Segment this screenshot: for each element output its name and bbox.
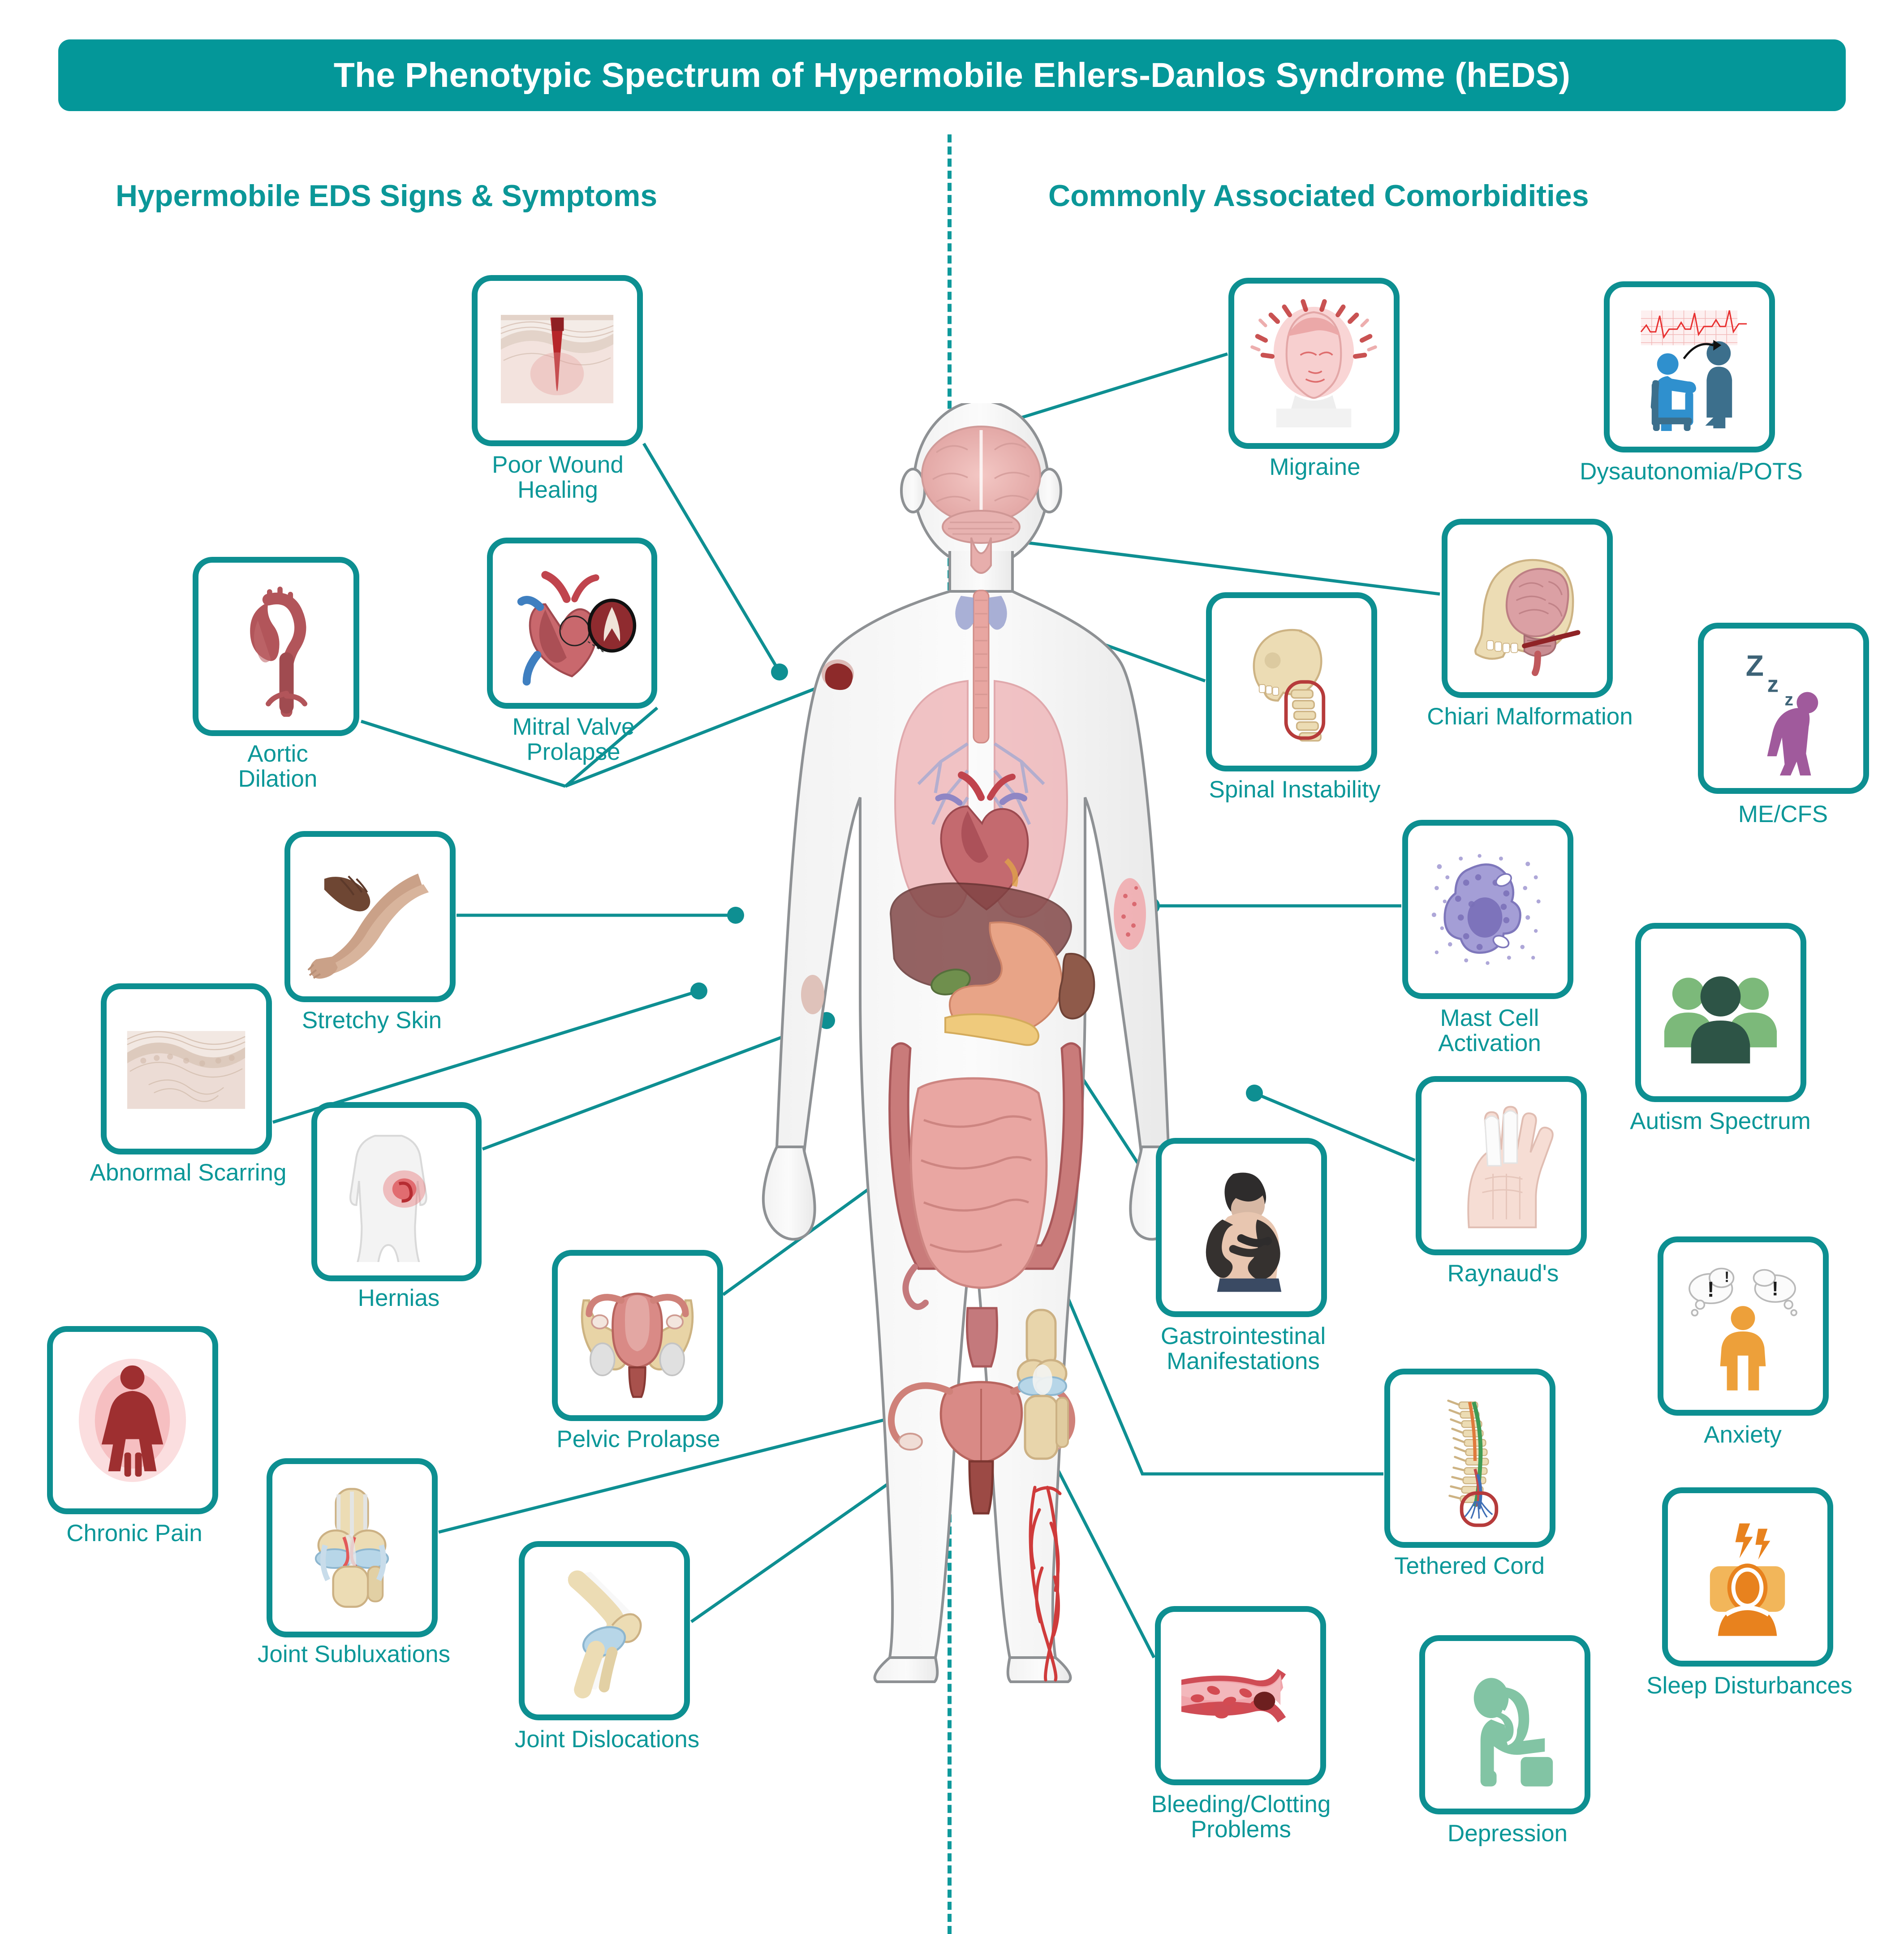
abdomen-hernia-bulge-icon xyxy=(330,1121,463,1262)
hand-pale-fingers-icon xyxy=(1434,1095,1568,1236)
card-label-me-cfs: ME/CFS xyxy=(1738,801,1828,827)
svg-text:z: z xyxy=(1785,690,1793,710)
card-label-abnormal-scarring: Abnormal Scarring xyxy=(90,1159,287,1186)
card-mitral-valve-prolapse[interactable] xyxy=(487,538,657,709)
card-label-tethered-cord: Tethered Cord xyxy=(1394,1553,1545,1579)
svg-text:z: z xyxy=(1767,672,1779,697)
skin-patch xyxy=(1114,878,1146,950)
card-label-gastrointestinal-manifestations: Gastrointestinal Manifestations xyxy=(1160,1323,1326,1375)
card-raynauds[interactable] xyxy=(1416,1076,1587,1255)
card-spinal-instability[interactable] xyxy=(1206,592,1377,771)
human-body-figure xyxy=(762,403,1184,1683)
card-joint-subluxations[interactable] xyxy=(267,1458,438,1637)
card-label-stretchy-skin: Stretchy Skin xyxy=(302,1007,442,1034)
card-chiari-malformation[interactable] xyxy=(1442,519,1613,698)
card-me-cfs[interactable]: Z z z xyxy=(1698,623,1869,794)
card-label-depression: Depression xyxy=(1447,1820,1568,1847)
card-poor-wound-healing[interactable] xyxy=(472,275,643,446)
card-label-mitral-valve-prolapse: Mitral Valve Prolapse xyxy=(512,714,635,766)
card-dysautonomia-pots[interactable] xyxy=(1604,281,1775,452)
spine-tethered-cord-icon xyxy=(1403,1388,1537,1529)
card-stretchy-skin[interactable] xyxy=(284,831,456,1002)
person-abdominal-pain-icon xyxy=(1174,1157,1308,1298)
skull-brain-sagittal-icon xyxy=(1460,538,1594,679)
leg-veins xyxy=(1029,1486,1062,1682)
card-chronic-pain[interactable] xyxy=(47,1326,218,1514)
page-title: The Phenotypic Spectrum of Hypermobile E… xyxy=(333,56,1571,95)
card-mast-cell-activation[interactable] xyxy=(1402,820,1573,999)
pelvis-uterus-icon xyxy=(570,1268,704,1402)
card-label-pelvic-prolapse: Pelvic Prolapse xyxy=(556,1426,720,1452)
svg-text:!: ! xyxy=(1707,1278,1714,1301)
card-label-bleeding-clotting-problems: Bleeding/Clotting Problems xyxy=(1151,1791,1331,1843)
card-label-joint-subluxations: Joint Subluxations xyxy=(257,1641,451,1667)
person-in-bed-lightning-icon xyxy=(1680,1507,1814,1647)
title-banner: The Phenotypic Spectrum of Hypermobile E… xyxy=(58,39,1846,111)
knee-joint-ligaments-icon xyxy=(285,1477,419,1618)
heart-mitral-valve-icon xyxy=(505,556,638,690)
female-figure-pain-glow-icon xyxy=(65,1346,199,1495)
three-people-group-icon xyxy=(1654,942,1788,1083)
knee-dislocated-icon xyxy=(537,1560,671,1701)
card-sleep-disturbances[interactable] xyxy=(1662,1487,1833,1667)
card-gastrointestinal-manifestations[interactable] xyxy=(1156,1138,1327,1317)
card-label-poor-wound-healing: Poor Wound Healing xyxy=(492,452,624,504)
card-aortic-dilation[interactable] xyxy=(193,557,359,736)
card-autism-spectrum[interactable] xyxy=(1635,923,1806,1102)
card-tethered-cord[interactable] xyxy=(1384,1369,1555,1548)
card-label-aortic-dilation: Aortic Dilation xyxy=(238,741,318,793)
card-hernias[interactable] xyxy=(311,1102,482,1281)
card-bleeding-clotting-problems[interactable] xyxy=(1155,1606,1326,1785)
sit-to-stand-ecg-icon xyxy=(1622,300,1756,434)
blood-vessel-clot-icon xyxy=(1173,1625,1307,1766)
skin-wound-cross-section-icon xyxy=(490,293,624,427)
card-abnormal-scarring[interactable] xyxy=(101,983,272,1154)
card-label-autism-spectrum: Autism Spectrum xyxy=(1630,1108,1811,1134)
skin-scar-cross-section-icon xyxy=(119,1002,253,1136)
svg-text:!: ! xyxy=(1772,1277,1779,1300)
card-label-chiari-malformation: Chiari Malformation xyxy=(1427,703,1633,730)
brain-organ xyxy=(921,426,1041,574)
svg-text:Z: Z xyxy=(1746,649,1764,682)
aorta-dilated-icon xyxy=(211,576,341,717)
head-migraine-rays-icon xyxy=(1247,296,1381,430)
card-label-dysautonomia-pots: Dysautonomia/POTS xyxy=(1580,458,1803,485)
skin-lesion xyxy=(822,659,854,690)
card-pelvic-prolapse[interactable] xyxy=(552,1250,723,1421)
knee-joint xyxy=(1017,1309,1069,1460)
fatigue-person-zzz-icon: Z z z xyxy=(1716,641,1850,775)
card-label-spinal-instability: Spinal Instability xyxy=(1209,776,1381,803)
card-label-joint-dislocations: Joint Dislocations xyxy=(514,1726,700,1753)
card-label-anxiety: Anxiety xyxy=(1704,1421,1782,1448)
skull-cervical-spine-icon xyxy=(1224,612,1358,752)
card-label-hernias: Hernias xyxy=(358,1285,440,1311)
mast-cell-degranulating-icon xyxy=(1421,839,1555,980)
card-label-sleep-disturbances: Sleep Disturbances xyxy=(1646,1672,1852,1699)
card-label-chronic-pain: Chronic Pain xyxy=(66,1520,202,1546)
card-migraine[interactable] xyxy=(1228,278,1400,449)
card-label-raynauds: Raynaud's xyxy=(1447,1260,1559,1287)
svg-text:!: ! xyxy=(1725,1268,1730,1285)
person-worry-thought-bubbles-icon: !! ! xyxy=(1676,1256,1810,1396)
seated-person-head-in-hand-icon xyxy=(1438,1654,1572,1795)
arm-skin-pinch-icon xyxy=(303,849,437,983)
right-section-heading: Commonly Associated Comorbidities xyxy=(1048,179,1589,213)
card-label-mast-cell-activation: Mast Cell Activation xyxy=(1438,1005,1541,1057)
card-label-migraine: Migraine xyxy=(1269,454,1361,480)
card-joint-dislocations[interactable] xyxy=(519,1541,690,1720)
card-anxiety[interactable]: !! ! xyxy=(1658,1236,1829,1416)
left-section-heading: Hypermobile EDS Signs & Symptoms xyxy=(116,179,658,213)
card-depression[interactable] xyxy=(1419,1635,1590,1814)
